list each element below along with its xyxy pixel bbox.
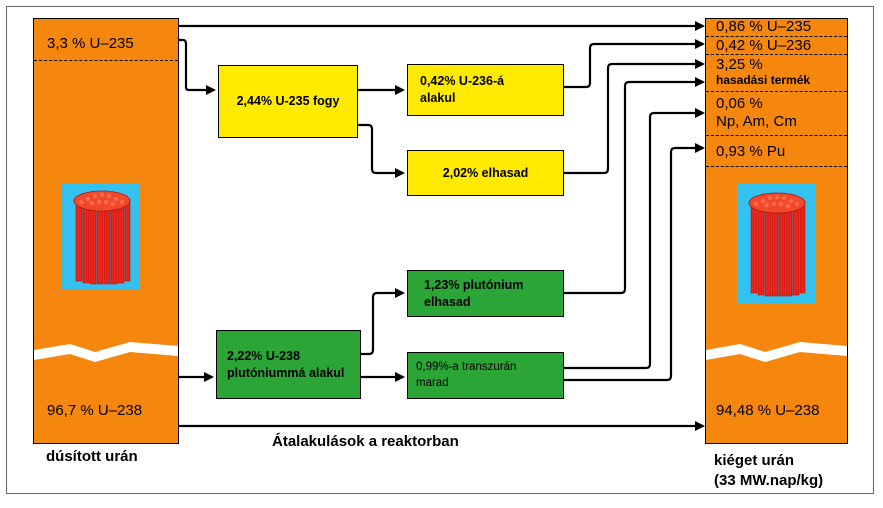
arrow-pu-fissioned-to-products: [564, 77, 705, 295]
right-divider-1: [706, 36, 847, 37]
box-u235-consumed: 2,44% U-235 fogy: [218, 65, 358, 138]
box-u236-formed: 0,42% U-236-á alakul: [407, 64, 564, 116]
right-minor-actinides-percent: 0,06 %: [716, 95, 763, 112]
right-caption-line1: kiéget urán: [714, 452, 795, 469]
fuel-assembly-left-icon: [62, 183, 140, 289]
box-u236-line2: alakul: [420, 91, 456, 105]
box-u238-line1: 2,22% U-238: [227, 348, 300, 363]
right-divider-5: [706, 166, 847, 167]
right-u238-label: 94,48 % U–238: [716, 402, 820, 419]
box-u235-fissioned: 2,02% elhasad: [407, 150, 564, 196]
arrow-trans-to-minor-actinides: [564, 108, 705, 370]
box-u238-line2: plutóniummá alakul: [227, 365, 345, 380]
left-top-divider: [34, 60, 178, 61]
right-divider-3: [706, 91, 847, 92]
box-plutonium-fissioned: 1,23% plutónium elhasad: [407, 270, 564, 317]
box-u236-line1: 0,42% U-236-á: [420, 74, 505, 89]
right-fission-products-label: hasadási termék: [716, 73, 811, 87]
right-caption-line2: (33 MW.nap/kg): [714, 472, 824, 489]
right-plutonium-label: 0,93 % Pu: [716, 143, 786, 160]
diagram-title: Átalakulások a reaktorban: [272, 433, 459, 450]
right-fission-percent: 3,25 %: [716, 56, 763, 73]
right-divider-2: [706, 54, 847, 55]
arrow-u235-to-consumed: [179, 38, 216, 95]
right-u236-label: 0,42 % U–236: [716, 37, 812, 54]
right-u235-label: 0,86 % U–235: [716, 18, 812, 35]
fuel-assembly-right-icon: [737, 183, 815, 303]
box-trans-line2: marad: [416, 376, 449, 389]
left-u238-label: 96,7 % U–238: [47, 402, 143, 419]
left-u235-label: 3,3 % U–235: [47, 35, 134, 52]
box-pu-line2: elhasad: [424, 294, 471, 309]
box-u235-fissioned-text: 2,02% elhasad: [442, 165, 529, 180]
right-divider-4: [706, 135, 847, 136]
box-transuranic-remains: 0,99%-a transzurán marad: [407, 352, 564, 399]
arrow-fissioned-to-products: [564, 59, 705, 175]
arrow-trans-to-plutonium: [564, 143, 705, 382]
arrow-u236-to-right: [564, 39, 705, 89]
box-pu-line1: 1,23% plutónium: [424, 277, 524, 292]
arrow-conversion-to-pu-fissioned: [361, 288, 405, 356]
arrow-consumed-to-fissioned: [358, 123, 405, 178]
right-minor-actinides-label: Np, Am, Cm: [716, 113, 797, 130]
left-caption: dúsított urán: [46, 448, 138, 465]
box-u235-consumed-text: 2,44% U-235 fogy: [236, 94, 340, 109]
box-u238-to-plutonium: 2,22% U-238 plutóniummá alakul: [216, 330, 361, 399]
box-trans-line1: 0,99%-a transzurán: [416, 360, 517, 373]
